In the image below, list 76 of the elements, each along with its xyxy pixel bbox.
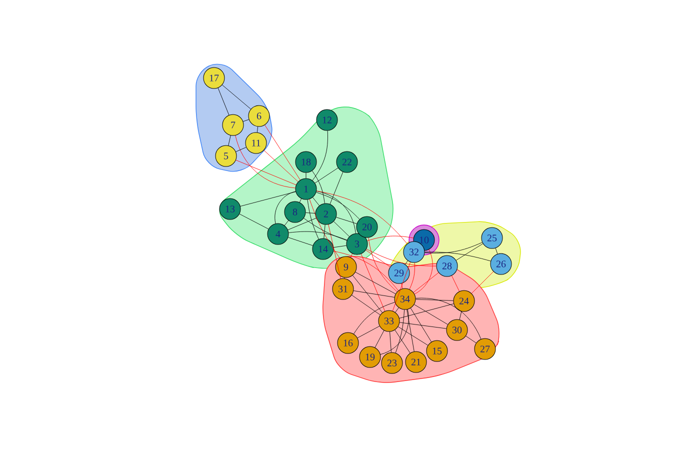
edge-line <box>380 309 409 355</box>
edge-line <box>392 262 411 312</box>
edge-line <box>316 190 408 244</box>
edge-line <box>239 214 269 230</box>
edge-line <box>307 199 319 240</box>
edge-line <box>399 304 454 318</box>
edge-line <box>398 326 428 346</box>
edge-line <box>466 336 476 344</box>
edge-line <box>336 217 357 224</box>
edge-line <box>374 330 384 348</box>
edge-line <box>235 135 296 188</box>
edge-line <box>240 192 296 206</box>
edge-line <box>288 237 314 246</box>
edge-line <box>451 275 460 292</box>
edge-line <box>304 218 348 241</box>
edge-line <box>274 191 296 224</box>
edge-line <box>218 88 230 116</box>
edge-line <box>312 170 325 204</box>
edge-line <box>399 322 447 329</box>
edge-line <box>414 304 448 325</box>
edge-line <box>353 290 395 298</box>
edge-line <box>360 254 386 312</box>
edge-line <box>299 198 302 203</box>
edge-line <box>355 272 396 294</box>
edge-line <box>284 220 289 226</box>
edge-line <box>424 252 491 262</box>
edge-line <box>236 160 296 186</box>
edge-line <box>368 237 398 292</box>
edge-line <box>316 192 360 220</box>
edge-line <box>495 248 498 254</box>
edge-line <box>424 242 482 254</box>
edge-line <box>306 212 316 214</box>
edge-line <box>333 250 399 291</box>
edge-line <box>334 221 350 237</box>
edge-line <box>314 168 338 184</box>
edge-line <box>414 249 433 294</box>
edge-line <box>350 253 353 258</box>
edge-line <box>236 147 246 152</box>
edge-line <box>354 302 395 334</box>
edge-line <box>367 236 414 241</box>
edge-line <box>416 298 482 340</box>
edge-line <box>471 271 494 294</box>
edge-line <box>401 283 403 289</box>
edge-line <box>228 135 231 146</box>
edge-line <box>366 248 436 266</box>
edge-line <box>395 310 405 354</box>
edge-line <box>316 190 356 234</box>
edge-line <box>333 245 347 248</box>
edge-line <box>416 299 454 301</box>
edge-line <box>352 294 380 316</box>
edge-line <box>394 330 410 354</box>
edge-line <box>406 309 414 352</box>
edge-line <box>352 275 383 313</box>
edge-line <box>410 308 432 342</box>
edge-line <box>288 218 316 230</box>
edge-line <box>264 150 298 182</box>
edge-line <box>409 262 415 290</box>
edge-line <box>366 250 390 268</box>
edge-line <box>256 126 258 133</box>
edge-line <box>222 84 252 110</box>
edge-line <box>264 124 300 180</box>
edge-line <box>288 231 348 240</box>
edge-line <box>328 224 341 279</box>
edge-line <box>324 224 326 239</box>
edge-line <box>459 311 462 320</box>
edge-line <box>242 119 250 122</box>
edge-line <box>405 260 408 264</box>
edge-line <box>395 307 399 313</box>
edge-line <box>309 198 340 258</box>
edge-line <box>357 326 380 338</box>
edge-line <box>312 130 328 181</box>
edge-line <box>456 243 484 261</box>
edge-line <box>330 172 344 204</box>
edge-line <box>390 332 392 352</box>
edge-line <box>312 197 320 206</box>
edge-line <box>413 272 439 293</box>
